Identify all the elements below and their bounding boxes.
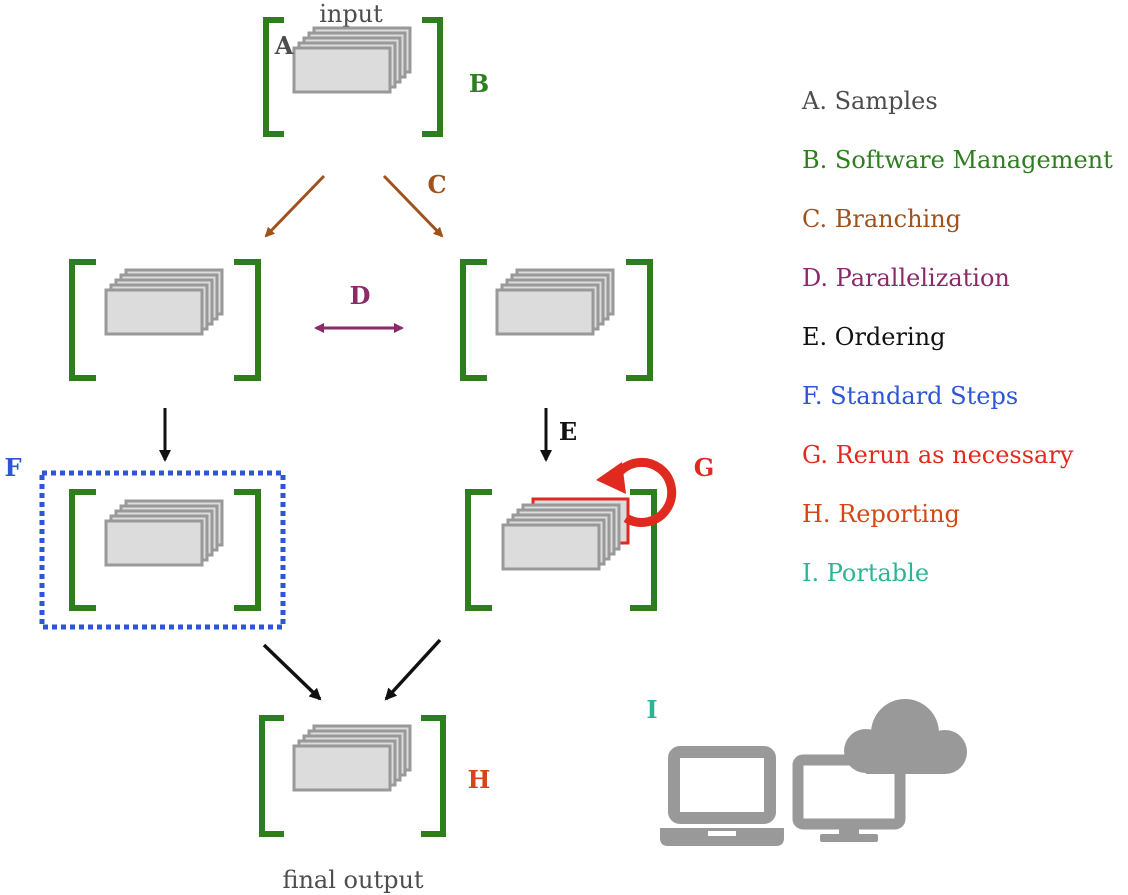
legend-item: A. Samples <box>801 87 938 115</box>
sample-card <box>292 744 392 792</box>
marker-d: D <box>350 281 371 310</box>
sample-stack-mid-right <box>495 268 615 336</box>
bracket-right-mid-right <box>626 259 653 381</box>
branch-arrow-left <box>264 174 326 238</box>
cloud-icon <box>844 699 967 774</box>
merge-arrow-left <box>262 643 322 701</box>
bracket-left-input <box>263 17 284 137</box>
rerun-arrow-icon <box>596 457 677 527</box>
legend-item: C. Branching <box>802 205 961 233</box>
marker-f: F <box>4 453 21 482</box>
legend-item: F. Standard Steps <box>802 382 1018 410</box>
bracket-right-low-left <box>234 489 261 611</box>
legend-item: I. Portable <box>802 559 929 587</box>
bracket-left-mid-left <box>69 259 96 381</box>
sample-card <box>104 519 204 567</box>
sample-card <box>501 523 601 571</box>
sample-stack-input <box>292 26 412 94</box>
legend-item: G. Rerun as necessary <box>802 441 1074 469</box>
sample-stack-low-left <box>104 499 224 567</box>
legend-item: B. Software Management <box>802 146 1113 174</box>
legend-item: H. Reporting <box>802 500 960 528</box>
sample-card <box>495 288 595 336</box>
bracket-right-output <box>421 715 446 837</box>
bracket-right-low-right <box>630 489 657 611</box>
bracket-right-input <box>422 17 443 137</box>
marker-c: C <box>427 170 446 199</box>
legend: A. Samples B. Software Management C. Branc… <box>801 87 1113 587</box>
marker-g: G <box>694 453 715 482</box>
final-output-label: final output <box>282 866 423 894</box>
bracket-left-output <box>259 715 284 837</box>
marker-b: B <box>469 69 489 98</box>
legend-item: E. Ordering <box>802 323 945 351</box>
branch-arrow-right <box>382 174 444 238</box>
merge-arrow-right <box>384 638 442 701</box>
laptop-icon <box>660 746 784 846</box>
sample-stack-low-right <box>501 503 621 571</box>
marker-i: I <box>646 695 657 724</box>
sample-stack-output <box>292 724 412 792</box>
marker-e: E <box>559 417 577 446</box>
bracket-left-low-left <box>69 489 96 611</box>
bracket-left-mid-right <box>460 259 487 381</box>
input-label: input <box>319 0 383 28</box>
legend-item: D. Parallelization <box>802 264 1010 292</box>
bracket-left-low-right <box>465 489 492 611</box>
standard-steps-box <box>39 470 286 630</box>
bracket-right-mid-left <box>234 259 261 381</box>
marker-a: A <box>274 31 294 60</box>
marker-h: H <box>468 765 491 794</box>
sample-stack-mid-left <box>104 268 224 336</box>
sample-card <box>292 46 392 94</box>
sample-card <box>104 288 204 336</box>
